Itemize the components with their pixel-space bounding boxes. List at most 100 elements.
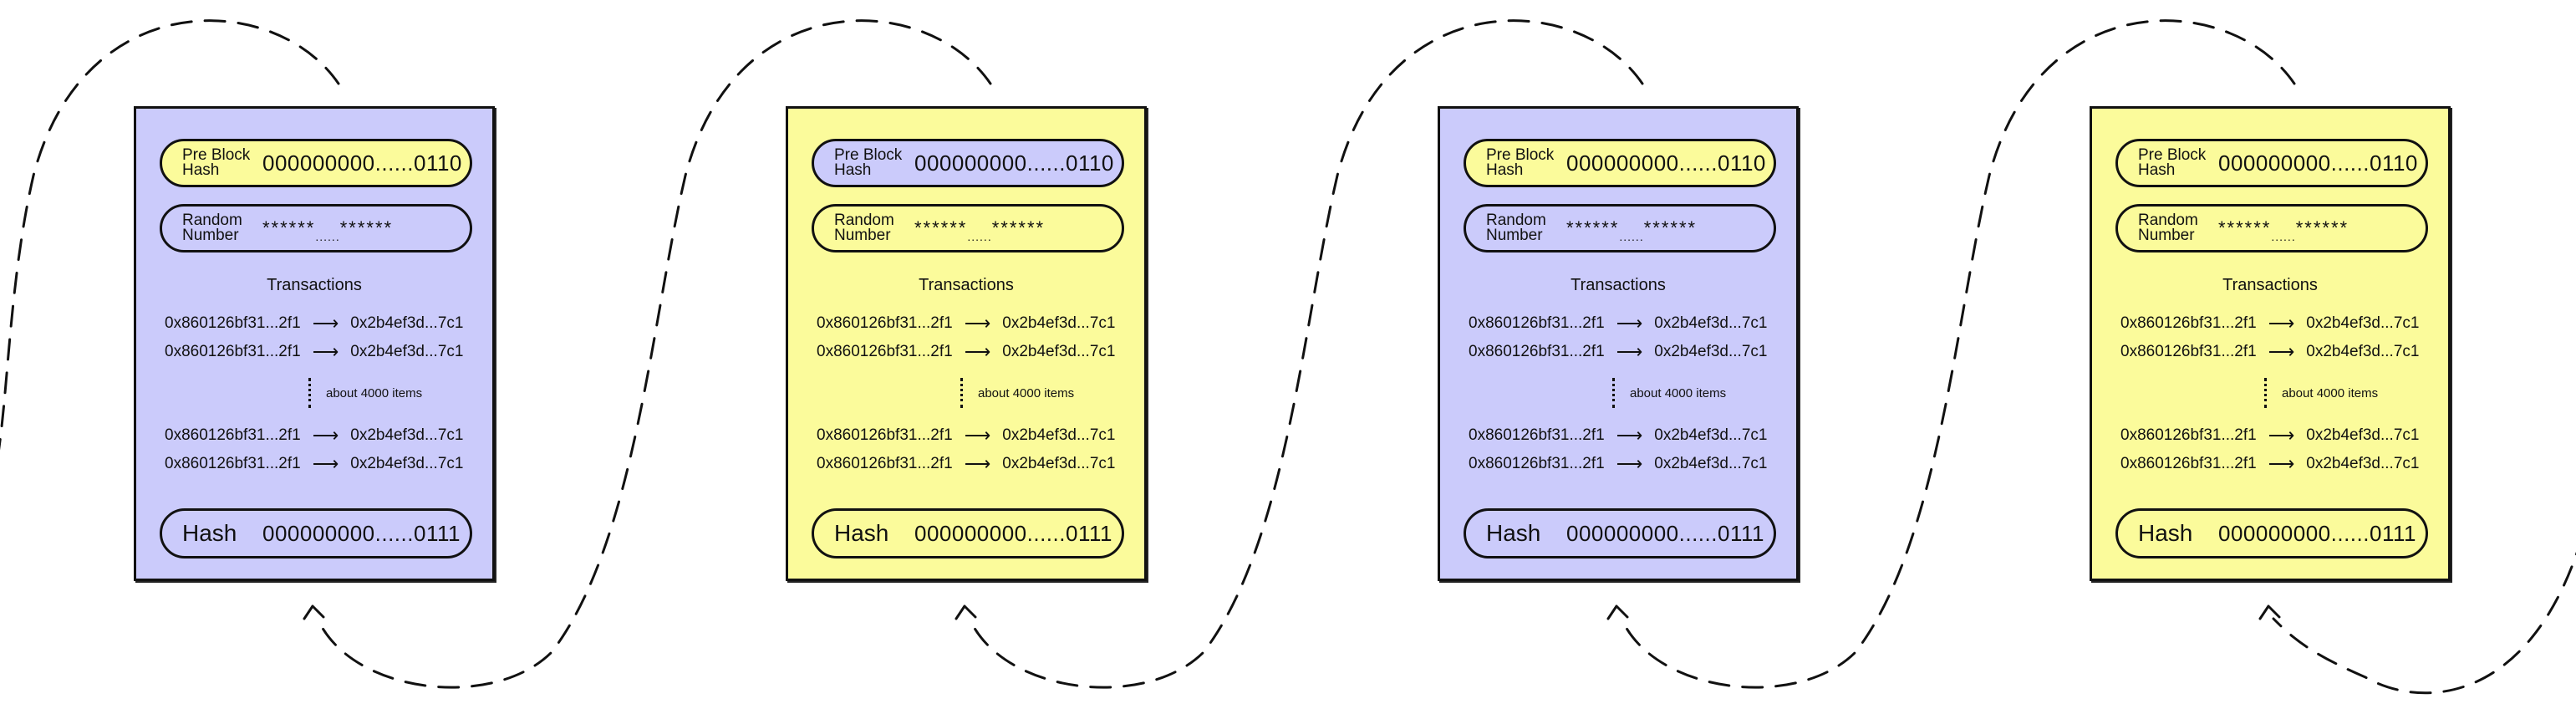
hash-value: 000000000......0111 [914, 520, 1112, 546]
tx-from: 0x860126bf31...2f1 [2120, 455, 2257, 472]
tx-from: 0x860126bf31...2f1 [817, 455, 953, 472]
pre-block-hash-pill: Pre Block Hash 000000000......0110 [812, 139, 1124, 187]
tx-from: 0x860126bf31...2f1 [165, 455, 301, 472]
random-number-label: Random Number [182, 212, 242, 244]
random-number-right: ****** [991, 217, 1046, 238]
arrow-right-icon: ⟶ [1616, 425, 1643, 446]
omitted-items-indicator: about 4000 items [1612, 378, 1726, 408]
hash-label: Hash [182, 520, 237, 546]
hash-value: 000000000......0111 [2218, 520, 2416, 546]
hash-value: 000000000......0111 [1566, 520, 1764, 546]
transactions-title: Transactions [267, 276, 362, 294]
arrow-right-icon: ⟶ [2268, 453, 2295, 474]
random-number-value: ******......****** [262, 217, 394, 243]
about-items-label: about 4000 items [1630, 385, 1727, 400]
random-number-dots: ...... [315, 230, 340, 243]
random-number-dots: ...... [2271, 230, 2296, 243]
tx-from: 0x860126bf31...2f1 [1469, 343, 1605, 360]
transaction-row: 0x860126bf31...2f1⟶0x2b4ef3d...7c1 [165, 341, 463, 363]
arrowhead-block-1 [303, 604, 325, 620]
link-2-to-3 [968, 19, 1644, 689]
transaction-row: 0x860126bf31...2f1⟶0x2b4ef3d...7c1 [2120, 313, 2419, 334]
random-number-label: Random Number [2138, 212, 2198, 244]
transaction-row: 0x860126bf31...2f1⟶0x2b4ef3d...7c1 [165, 313, 463, 334]
tx-to: 0x2b4ef3d...7c1 [350, 314, 464, 332]
tx-from: 0x860126bf31...2f1 [1469, 314, 1605, 332]
transaction-row: 0x860126bf31...2f1 ⟶ 0x2b4ef3d...7c1 [165, 453, 463, 475]
about-items-label: about 4000 items [326, 385, 423, 400]
tx-from: 0x860126bf31...2f1 [165, 343, 301, 360]
transaction-row: 0x860126bf31...2f1⟶0x2b4ef3d...7c1 [1469, 313, 1767, 334]
arrow-right-icon: ⟶ [2268, 341, 2295, 362]
hash-value: 000000000......0111 [262, 520, 461, 546]
tx-to: 0x2b4ef3d...7c1 [2306, 426, 2420, 444]
tx-to: 0x2b4ef3d...7c1 [2306, 314, 2420, 332]
tx-to: 0x2b4ef3d...7c1 [1002, 455, 1116, 472]
random-number-right: ****** [1643, 217, 1698, 238]
transaction-row: 0x860126bf31...2f1⟶0x2b4ef3d...7c1 [2120, 425, 2419, 446]
arrow-right-icon: ⟶ [964, 313, 991, 334]
hash-label: Hash [2138, 520, 2193, 546]
arrowhead-block-3 [1606, 604, 1629, 620]
about-items-label: about 4000 items [2282, 385, 2379, 400]
arrow-right-icon: ⟶ [964, 453, 991, 474]
pre-block-hash-value: 000000000......0110 [262, 150, 462, 176]
arrow-right-icon: ⟶ [964, 341, 991, 362]
tx-from: 0x860126bf31...2f1 [817, 426, 953, 444]
tx-from: 0x860126bf31...2f1 [1469, 426, 1605, 444]
arrow-right-icon: ⟶ [1616, 453, 1643, 474]
tx-from: 0x860126bf31...2f1 [2120, 426, 2257, 444]
transaction-row: 0x860126bf31...2f1⟶0x2b4ef3d...7c1 [817, 341, 1115, 363]
random-number-value: ******......****** [1566, 217, 1698, 243]
arrow-right-icon: ⟶ [312, 341, 339, 362]
about-items-label: about 4000 items [978, 385, 1075, 400]
link-1-to-2 [316, 19, 992, 689]
arrow-right-icon: ⟶ [964, 425, 991, 446]
link-into-block-1 [0, 19, 340, 451]
random-number-dots: ...... [967, 230, 992, 243]
arrowhead-block-4 [2258, 604, 2281, 620]
transaction-row: 0x860126bf31...2f1 ⟶ 0x2b4ef3d...7c1 [1469, 425, 1767, 446]
link-out-of-block-4 [2272, 551, 2576, 695]
hash-pill: Hash 000000000......0111 [2115, 508, 2428, 558]
random-number-right: ****** [339, 217, 394, 238]
hash-label: Hash [1486, 520, 1541, 546]
omitted-items-indicator: about 4000 items [308, 378, 422, 408]
random-number-pill: Random Number ******......****** [160, 204, 472, 252]
transaction-row: 0x860126bf31...2f1⟶0x2b4ef3d...7c1 [1469, 341, 1767, 363]
tx-from: 0x860126bf31...2f1 [2120, 343, 2257, 360]
transaction-row: 0x860126bf31...2f1⟶0x2b4ef3d...7c1 [165, 425, 463, 446]
tx-to: 0x2b4ef3d...7c1 [1654, 426, 1768, 444]
omitted-items-indicator: about 4000 items [2264, 378, 2378, 408]
pre-block-hash-label: Pre Block Hash [834, 146, 903, 179]
random-number-value: ******......****** [2218, 217, 2349, 243]
tx-to: 0x2b4ef3d...7c1 [350, 455, 464, 472]
tx-to: 0x2b4ef3d...7c1 [1002, 343, 1116, 360]
pre-block-hash-label: Pre Block Hash [182, 146, 251, 179]
hash-pill: Hash 000000000......0111 [160, 508, 472, 558]
hash-pill: Hash 000000000......0111 [1464, 508, 1776, 558]
random-number-pill: Random Number******......****** [1464, 204, 1776, 252]
tx-from: 0x860126bf31...2f1 [165, 426, 301, 444]
pre-block-hash-value: 000000000......0110 [914, 150, 1114, 176]
arrowhead-block-2 [955, 604, 977, 620]
tx-to: 0x2b4ef3d...7c1 [2306, 343, 2420, 360]
random-number-left: ****** [1566, 217, 1620, 238]
tx-from: 0x860126bf31...2f1 [165, 314, 301, 332]
vertical-dots-icon [960, 378, 966, 408]
random-number-label: Random Number [834, 212, 894, 244]
vertical-dots-icon [1612, 378, 1618, 408]
tx-to: 0x2b4ef3d...7c1 [2306, 455, 2420, 472]
pre-block-hash-pill: Pre Block Hash 000000000......0110 [160, 139, 472, 187]
transaction-row: 0x860126bf31...2f1⟶0x2b4ef3d...7c1 [817, 313, 1115, 334]
tx-to: 0x2b4ef3d...7c1 [1654, 343, 1768, 360]
arrow-right-icon: ⟶ [312, 453, 339, 474]
random-number-right: ****** [2295, 217, 2349, 238]
